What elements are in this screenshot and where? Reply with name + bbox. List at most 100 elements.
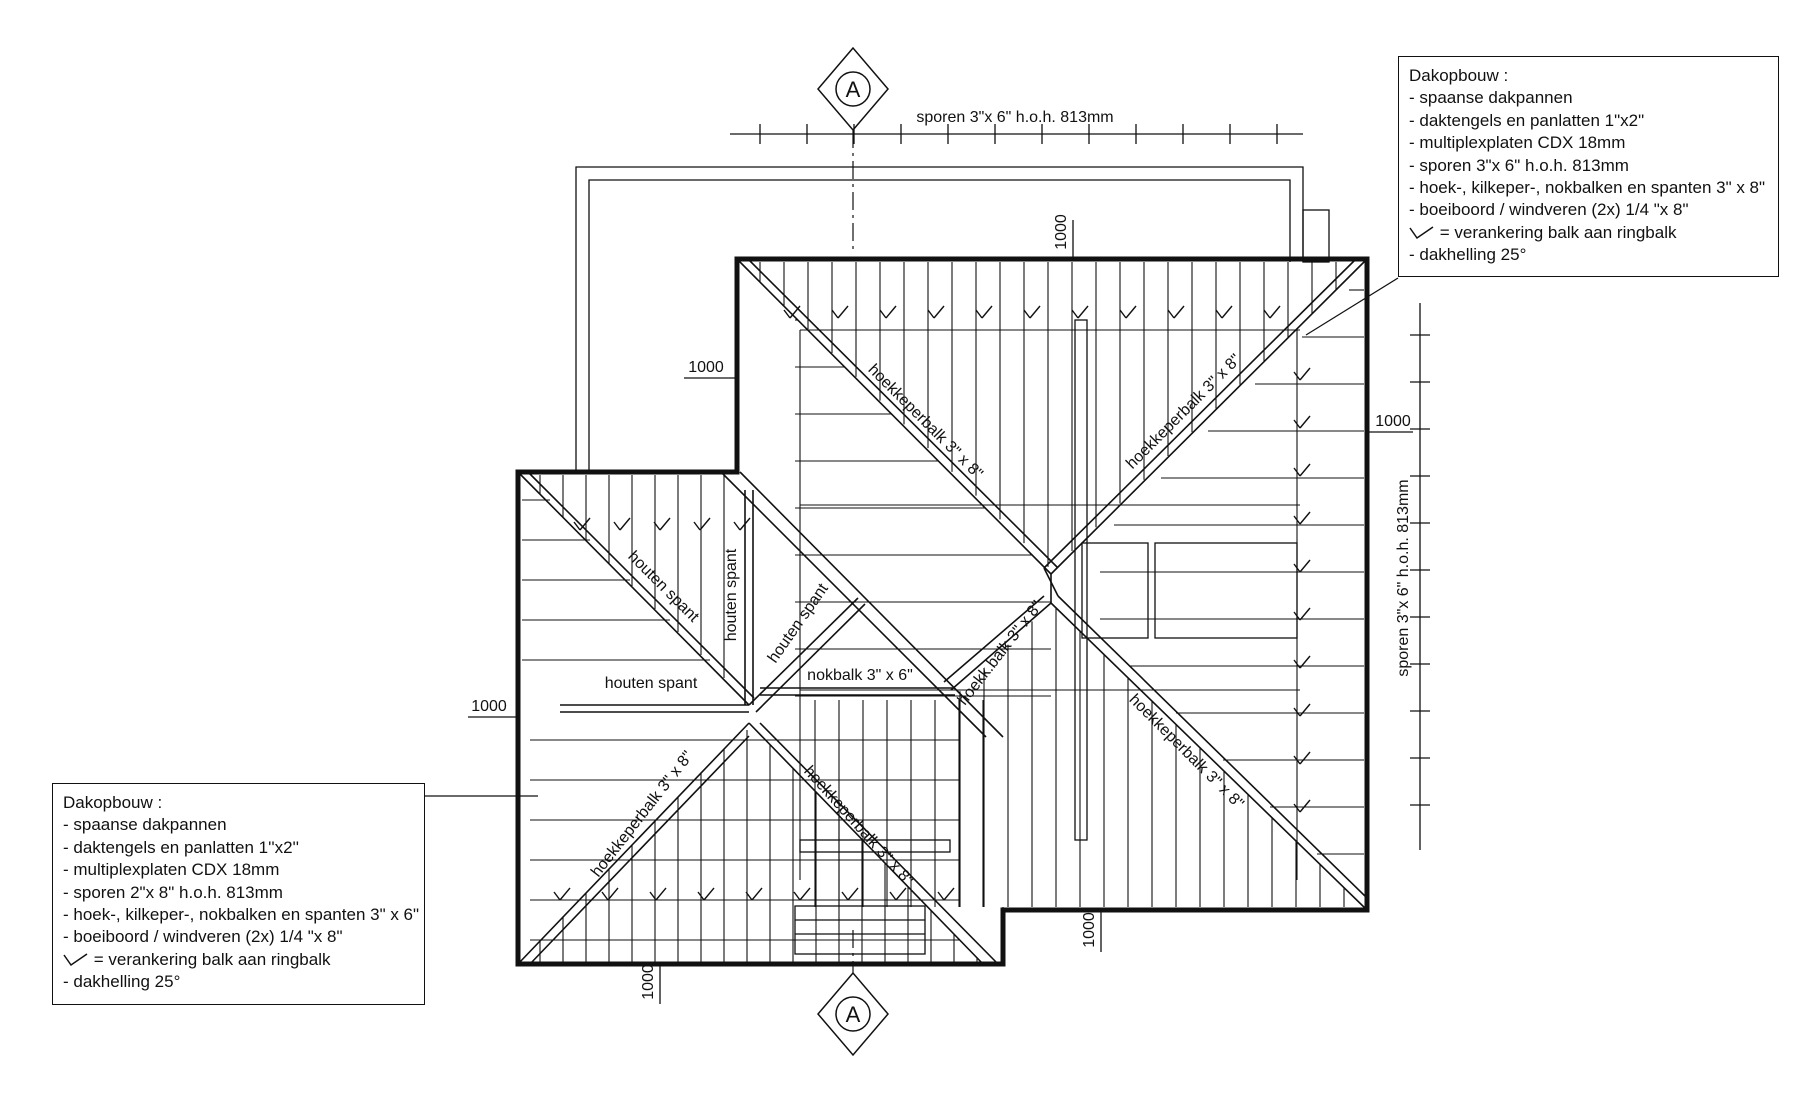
anchor-tick [927, 309, 935, 319]
label-truss-diag: houten spant [624, 548, 702, 626]
anchor-tick [619, 517, 631, 531]
anchor-tick [783, 309, 791, 319]
anchor-tick [943, 887, 955, 901]
section-letter-top: A [846, 77, 861, 102]
anchor-tick [933, 305, 945, 319]
legend-right-anchor-row: = verankering balk aan ringbalk [1409, 222, 1768, 244]
inner-framing [794, 209, 1330, 955]
anchor-tick [1299, 511, 1311, 525]
anchor-tick [1299, 751, 1311, 765]
dim-1000-bottom-left: 1000 [640, 964, 657, 1000]
legend-left-line: - hoek-, kilkeper-, nokbalken en spanten… [63, 905, 420, 925]
dim-1000-top: 1000 [1053, 214, 1070, 250]
legend-right-line: - boeiboord / windveren (2x) 1/4 "x 8" [1409, 200, 1689, 220]
anchor-tick [1215, 309, 1223, 319]
dimension-ticks [759, 124, 1430, 806]
label-hip-main-nw: hoekkeperbalk 3" x 8" [865, 361, 986, 482]
anchor-tick [879, 309, 887, 319]
anchor-tick [1299, 799, 1311, 813]
check-mark-icon [1409, 226, 1434, 239]
anchor-tick [649, 891, 657, 901]
anchor-tick [1119, 309, 1127, 319]
anchor-tick [655, 887, 667, 901]
legend-left: Dakopbouw : - spaanse dakpannen - dakten… [52, 783, 425, 1005]
anchor-tick [579, 517, 591, 531]
hip-beams [517, 258, 1368, 965]
anchor-tick [1167, 309, 1175, 319]
anchor-tick [1023, 309, 1031, 319]
section-marker-top: A [817, 46, 889, 132]
legend-right-anchor-text: = verankering balk aan ringbalk [1439, 222, 1677, 242]
legend-right-line: - spaanse dakpannen [1409, 88, 1573, 108]
legend-left-line: - sporen 2"x 8" h.o.h. 813mm [63, 882, 283, 902]
anchor-tick [793, 891, 801, 901]
anchor-tick [1125, 305, 1137, 319]
anchor-tick [885, 305, 897, 319]
label-hip-left-se: hoekkeperbalk 3" x 8" [800, 763, 916, 889]
anchor-tick [653, 521, 661, 531]
label-truss-vertical: houten spant [723, 548, 740, 641]
anchor-tick [1029, 305, 1041, 319]
anchor-tick [1299, 415, 1311, 429]
anchor-tick [745, 891, 753, 901]
anchor-tick [847, 887, 859, 901]
anchor-tick [1293, 419, 1301, 429]
legend-right-line: - daktengels en panlatten 1"x2" [1409, 110, 1645, 130]
anchor-tick [751, 887, 763, 901]
label-hip-main-se: hoekkeperbalk 3" x 8" [1126, 691, 1247, 812]
anchor-tick [1299, 703, 1311, 717]
legend-left-anchor-text: = verankering balk aan ringbalk [93, 949, 331, 969]
anchor-tick [1221, 305, 1233, 319]
anchor-tick [559, 887, 571, 901]
anchor-tick [1299, 655, 1311, 669]
dim-1000-left-lower: 1000 [471, 698, 507, 715]
label-hip-main-ne: hoekkeperbalk 3" x 8" [1123, 351, 1244, 472]
anchor-tick [1269, 305, 1281, 319]
anchor-tick [739, 517, 751, 531]
legend-left-anchor-row: = verankering balk aan ringbalk [63, 949, 414, 971]
roof-perimeter [515, 256, 1370, 967]
anchor-tick [693, 521, 701, 531]
legend-right-line: - multiplexplaten CDX 18mm [1409, 133, 1626, 153]
anchor-ticks [553, 305, 1311, 901]
legend-right-line: - sporen 3"x 6" h.o.h. 813mm [1409, 155, 1629, 175]
rafter-grid [522, 262, 1364, 962]
anchor-tick [697, 891, 705, 901]
dim-1000-right: 1000 [1375, 413, 1411, 430]
dim-1000-bottom-right: 1000 [1081, 912, 1098, 948]
section-letter-bottom: A [846, 1002, 861, 1027]
anchor-tick [981, 305, 993, 319]
anchor-tick [1299, 559, 1311, 573]
anchor-tick [1299, 463, 1311, 477]
anchor-tick [1293, 611, 1301, 621]
anchor-tick [733, 521, 741, 531]
anchor-tick [895, 887, 907, 901]
legend-right: Dakopbouw : - spaanse dakpannen - dakten… [1398, 56, 1779, 277]
anchor-tick [789, 305, 801, 319]
anchor-tick [1293, 467, 1301, 477]
anchor-tick [1293, 803, 1301, 813]
anchor-tick [1299, 607, 1311, 621]
anchor-tick [1293, 659, 1301, 669]
anchor-tick [1173, 305, 1185, 319]
legend-left-line: - daktengels en panlatten 1''x2'' [63, 837, 300, 857]
anchor-tick [703, 887, 715, 901]
dim-1000-left-upper: 1000 [688, 359, 724, 376]
section-marker-bottom: A [817, 971, 889, 1057]
anchor-tick [1299, 367, 1311, 381]
legend-right-title: Dakopbouw : [1409, 66, 1509, 85]
legend-left-line: - boeiboord / windveren (2x) 1/4 "x 8" [63, 927, 343, 947]
anchor-tick [1071, 309, 1079, 319]
legend-left-line: - spaanse dakpannen [63, 815, 227, 835]
anchor-tick [601, 891, 609, 901]
top-spacing-label: sporen 3"x 6" h.o.h. 813mm [916, 109, 1113, 126]
anchor-tick [937, 891, 945, 901]
anchor-tick [1293, 563, 1301, 573]
legend-leaders [425, 277, 1399, 797]
anchor-tick [607, 887, 619, 901]
anchor-tick [889, 891, 897, 901]
label-ridge: nokbalk 3" x 6" [807, 667, 913, 684]
anchor-tick [613, 521, 621, 531]
legend-right-slope: - dakhelling 25° [1409, 245, 1527, 265]
anchor-tick [841, 891, 849, 901]
